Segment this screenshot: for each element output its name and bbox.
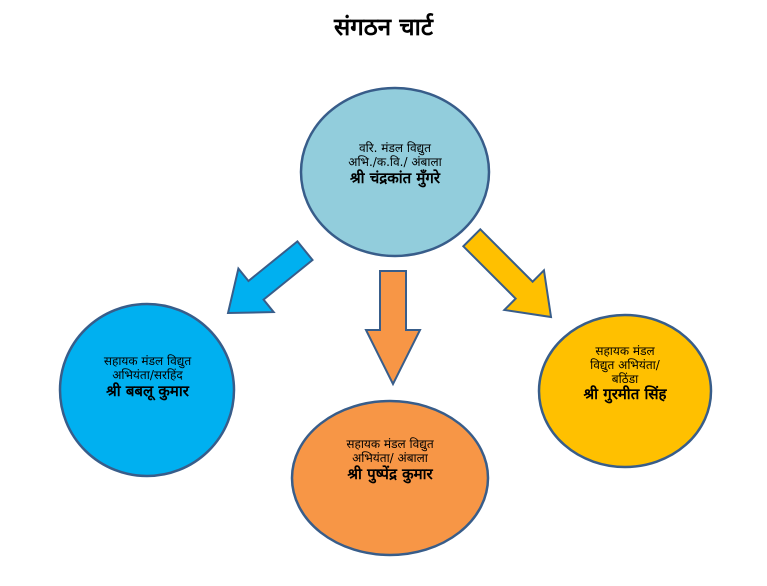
arrow-to-center-node (364, 270, 422, 387)
top-node-role-line1: वरि. मंडल विद्युत (358, 141, 432, 155)
top-node-role-line2: अभि./क.वि./ अंबाला (348, 154, 442, 169)
arrow-to-left-node (226, 239, 314, 315)
center-node-role-line1: सहायक मंडल विद्युत (346, 437, 434, 451)
chart-title: संगठन चार्ट (334, 13, 433, 41)
top-node-ellipse (299, 86, 491, 258)
right-node-role-line2: विद्युत अभियंता/ (590, 357, 660, 372)
arrow-to-right-node (461, 227, 553, 319)
center-node-role-line2: अभियंता/ अंबाला (352, 450, 428, 465)
center-node-name: श्री पुष्पेंद्र कुमार (347, 464, 433, 483)
left-node-role-line2: अभियंता/सरहिंद (112, 367, 183, 382)
right-node-role-line3: बठिंडा (611, 371, 639, 386)
center-node-ellipse (290, 399, 490, 557)
left-node-role-line1: सहायक मंडल विद्युत (103, 354, 192, 368)
top-node-text: वरि. मंडल विद्युत अभि./क.वि./ अंबाला श्र… (315, 141, 475, 187)
right-node-ellipse (537, 313, 713, 469)
left-node-ellipse (58, 302, 236, 478)
left-node-name: श्री बबलू कुमार (106, 381, 189, 400)
top-node-name: श्री चंद्रकांत मुँगरे (350, 168, 440, 187)
right-node-name: श्री गुरमीत सिंह (583, 385, 667, 404)
left-node-text: सहायक मंडल विद्युत अभियंता/सरहिंद श्री ब… (70, 354, 225, 400)
center-node-text: सहायक मंडल विद्युत अभियंता/ अंबाला श्री … (310, 437, 470, 483)
right-node-text: सहायक मंडल विद्युत अभियंता/ बठिंडा श्री … (555, 344, 695, 404)
right-node-role-line1: सहायक मंडल (595, 344, 655, 358)
